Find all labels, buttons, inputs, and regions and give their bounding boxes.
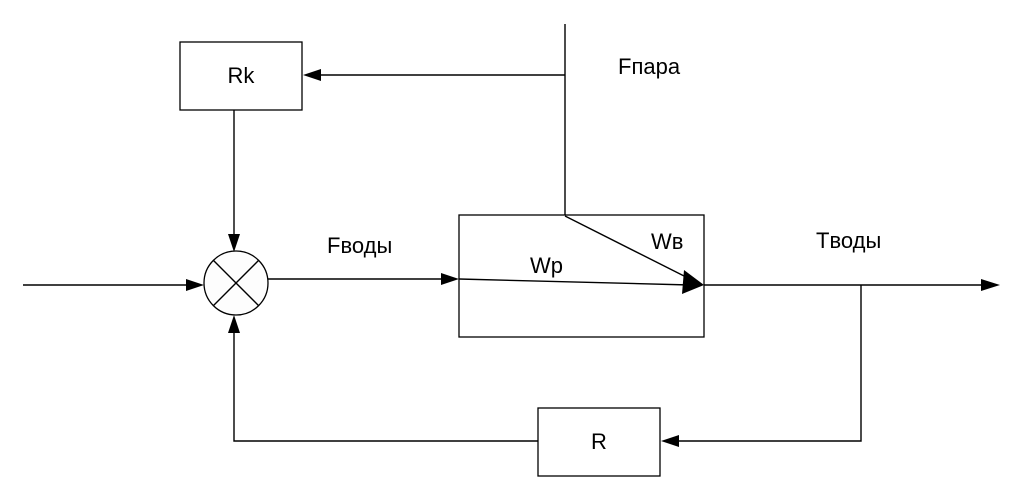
wv-label: Wв — [651, 229, 683, 254]
block-r[interactable]: R — [537, 407, 661, 477]
block-rk-label: Rk — [228, 63, 256, 88]
arrowhead-output — [981, 279, 1000, 291]
water-flow-label: Fводы — [327, 233, 392, 258]
summing-junction-cross-b — [212, 259, 260, 307]
arrowhead-plant-input — [441, 273, 459, 285]
feedback-line-to-sum — [233, 332, 538, 442]
arrowhead-sum-bottom — [228, 315, 240, 333]
arrowhead-sum-left — [186, 279, 204, 291]
block-rk-box — [179, 41, 303, 111]
arrowhead-plant-output — [682, 270, 704, 294]
block-plant[interactable]: Wp Wв — [458, 214, 705, 338]
feedback-line-to-r — [676, 285, 862, 442]
block-r-box — [537, 407, 661, 477]
steam-flow-label: Fпара — [618, 54, 681, 79]
block-r-label: R — [591, 429, 607, 454]
water-temp-label: Tводы — [816, 228, 881, 253]
block-plant-box — [458, 214, 705, 338]
wp-path-line — [458, 278, 691, 286]
arrowhead-r-input — [661, 435, 679, 447]
block-rk[interactable]: Rk — [179, 41, 303, 111]
arrowhead-sum-top — [228, 234, 240, 252]
wv-path-line — [564, 215, 691, 280]
summing-junction[interactable] — [203, 250, 269, 316]
wp-label: Wp — [530, 253, 563, 278]
arrowhead-rk-input — [303, 69, 321, 81]
